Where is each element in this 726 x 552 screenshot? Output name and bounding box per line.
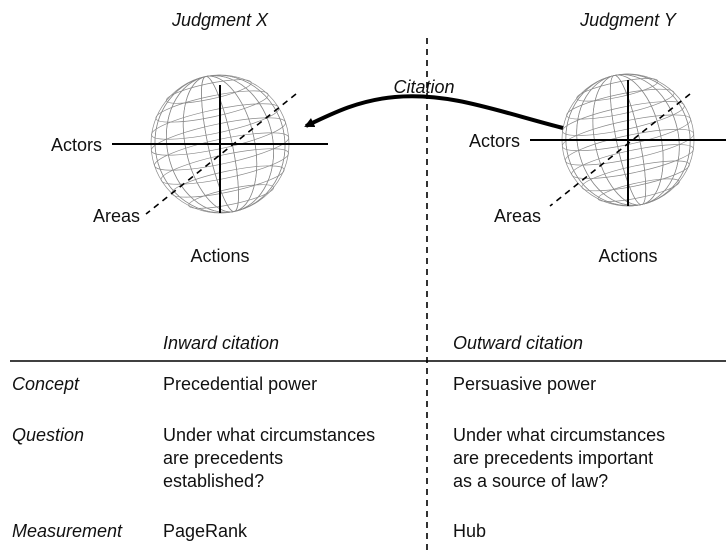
actions-label-x: Actions <box>190 246 249 266</box>
comparison-table: Inward citation Outward citation Concept… <box>12 333 665 541</box>
globe-latitude <box>576 78 659 102</box>
row-label-measurement: Measurement <box>12 521 123 541</box>
measurement-left: PageRank <box>163 521 248 541</box>
citation-arrow <box>304 94 564 130</box>
measurement-right: Hub <box>453 521 486 541</box>
question-right-line-3: as a source of law? <box>453 471 608 491</box>
judgment-x-title: Judgment X <box>171 10 269 30</box>
areas-label-y: Areas <box>494 206 541 226</box>
citation-label: Citation <box>393 77 454 97</box>
row-label-question: Question <box>12 425 84 445</box>
globe-latitude <box>171 165 285 198</box>
judgment-y-title: Judgment Y <box>579 10 678 30</box>
actors-label-y: Actors <box>469 131 520 151</box>
globe-latitude <box>155 90 269 123</box>
globe-latitude <box>160 148 289 185</box>
globe-mesh <box>150 74 290 214</box>
judgment-y: Judgment Y Actors Areas Actions <box>469 10 726 266</box>
question-left-line-3: established? <box>163 471 264 491</box>
globe-longitude <box>154 74 286 214</box>
globe-latitude <box>597 178 680 202</box>
judgment-x: Judgment X Actors Areas Actions <box>51 10 328 266</box>
globe-latitude <box>166 79 252 104</box>
globe-latitude <box>188 184 274 209</box>
globe-latitude <box>562 101 685 136</box>
globe-longitude <box>565 73 691 207</box>
areas-axis-y <box>549 93 691 207</box>
actors-label-x: Actors <box>51 135 102 155</box>
outward-citation-header: Outward citation <box>453 333 583 353</box>
globe-latitude <box>571 144 694 179</box>
concept-left: Precedential power <box>163 374 317 394</box>
areas-label-x: Areas <box>93 206 140 226</box>
row-label-concept: Concept <box>12 374 80 394</box>
inward-citation-header: Inward citation <box>163 333 279 353</box>
globe-x-icon <box>150 74 290 214</box>
question-right-line-2: are precedents important <box>453 448 653 468</box>
actions-label-y: Actions <box>598 246 657 266</box>
question-left-line-1: Under what circumstances <box>163 425 375 445</box>
globe-latitude <box>566 88 675 120</box>
question-left-line-2: are precedents <box>163 448 283 468</box>
globe-latitude <box>581 160 690 192</box>
question-right-line-1: Under what circumstances <box>453 425 665 445</box>
concept-right: Persuasive power <box>453 374 596 394</box>
